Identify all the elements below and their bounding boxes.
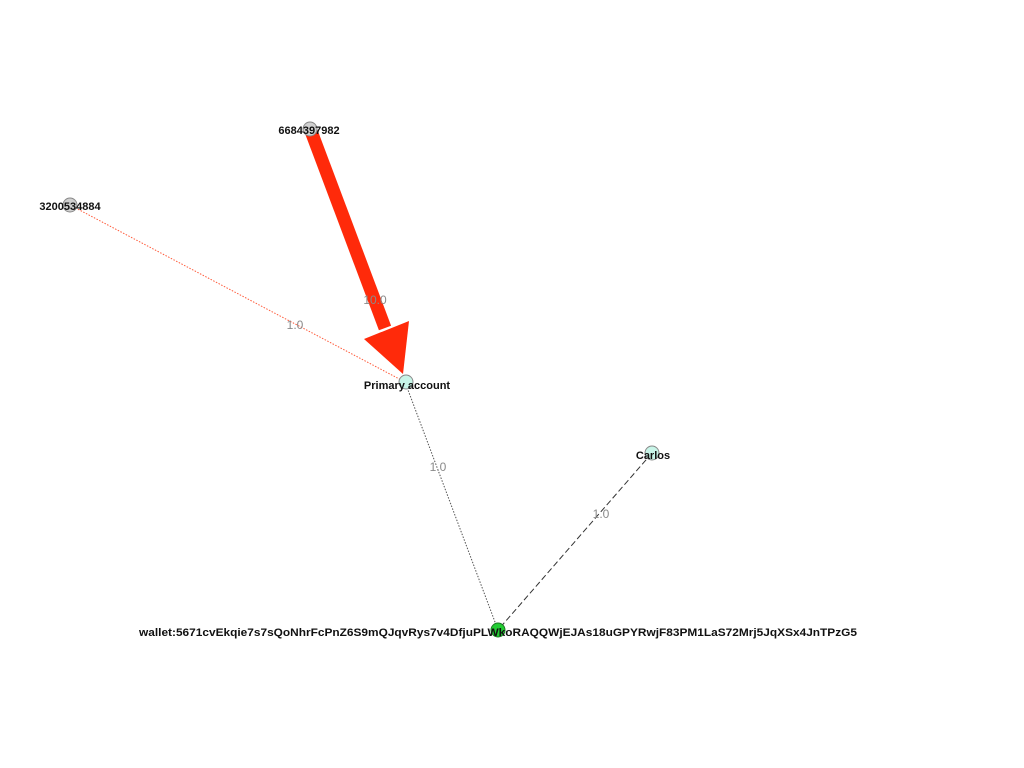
node-wallet[interactable] (490, 622, 506, 638)
node-label-3200534884: 3200534884 (39, 201, 101, 213)
edge-weight-label: 1.0 (593, 507, 610, 521)
node-6684397982[interactable] (302, 121, 318, 137)
edge-primary-account-to-wallet (404, 381, 499, 631)
edge-3200534884-to-primary-account (69, 204, 406, 383)
node-label-carlos: Carlos (636, 450, 670, 462)
node-label-wallet: wallet:5671cvEkqie7s7sQoNhrFcPnZ6S9mQJqv… (138, 627, 857, 639)
edge-weight-label: 10.0 (363, 293, 387, 307)
node-3200534884[interactable] (62, 197, 78, 213)
node-carlos[interactable] (644, 445, 660, 461)
arrowhead-to-primary-account (364, 321, 409, 374)
edge-weight-label: 1.0 (287, 318, 304, 332)
edge-carlos-to-wallet (497, 452, 653, 631)
edge-weight-label: 1.0 (430, 460, 447, 474)
edge-6684397982-to-primary-account (304, 128, 392, 331)
node-label-primary-account: Primary account (364, 380, 451, 392)
node-label-6684397982: 6684397982 (278, 125, 339, 137)
node-primary-account[interactable] (398, 374, 414, 390)
